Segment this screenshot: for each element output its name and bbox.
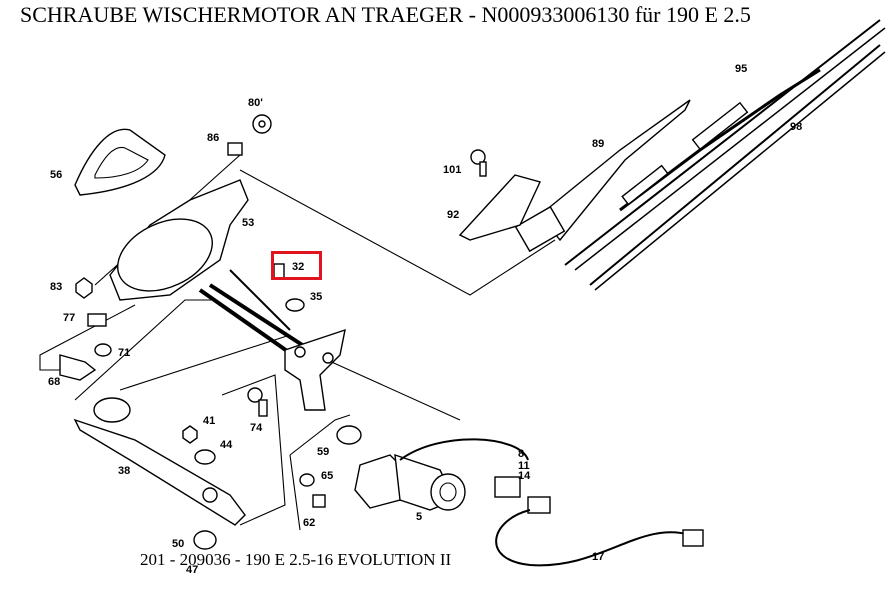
label-53: 53 [242,217,254,229]
label-11: 11 [518,460,530,472]
bolt-101 [470,149,487,177]
highlight-box-part-32 [271,251,322,280]
label-65: 65 [321,470,333,482]
label-80: 80' [248,97,263,109]
label-44: 44 [220,439,233,451]
label-38: 38 [118,465,130,477]
label-89: 89 [592,138,604,150]
label-83: 83 [50,281,62,293]
linkage-rods [198,269,312,362]
label-98: 98 [790,121,802,133]
label-32: 32 [292,261,304,273]
label-68: 68 [48,376,60,388]
label-8: 8 [518,448,524,460]
label-17: 17 [592,551,604,563]
label-56: 56 [50,169,62,181]
label-35: 35 [310,291,322,303]
model-footer: 201 - 209036 - 190 E 2.5-16 EVOLUTION II [140,550,452,569]
motor-bracket [284,328,346,411]
part-labels: 80' 86 56 53 83 77 71 68 32 35 101 92 89… [48,63,802,576]
small-parts [59,114,362,550]
wiper-motor [354,453,466,511]
arm-cover [458,174,541,241]
label-62: 62 [303,517,315,529]
cover-56 [74,128,166,196]
label-50: 50 [172,538,184,550]
linkage-38 [73,397,246,526]
label-47: 47 [186,564,198,576]
label-101: 101 [443,164,461,176]
label-71: 71 [118,347,130,359]
label-59: 59 [317,446,329,458]
label-74: 74 [250,422,263,434]
label-5: 5 [416,511,422,523]
wiper-arm [514,99,691,253]
page-title: SCHRAUBE WISCHERMOTOR AN TRAEGER - N0009… [20,2,751,27]
label-41: 41 [203,415,215,427]
cable-harness [399,438,704,567]
label-77: 77 [63,312,75,324]
label-95: 95 [735,63,747,75]
wiper-blade-assembly [564,19,886,291]
label-14: 14 [518,470,531,482]
label-86: 86 [207,132,219,144]
gear-housing [109,179,249,301]
label-92: 92 [447,209,459,221]
